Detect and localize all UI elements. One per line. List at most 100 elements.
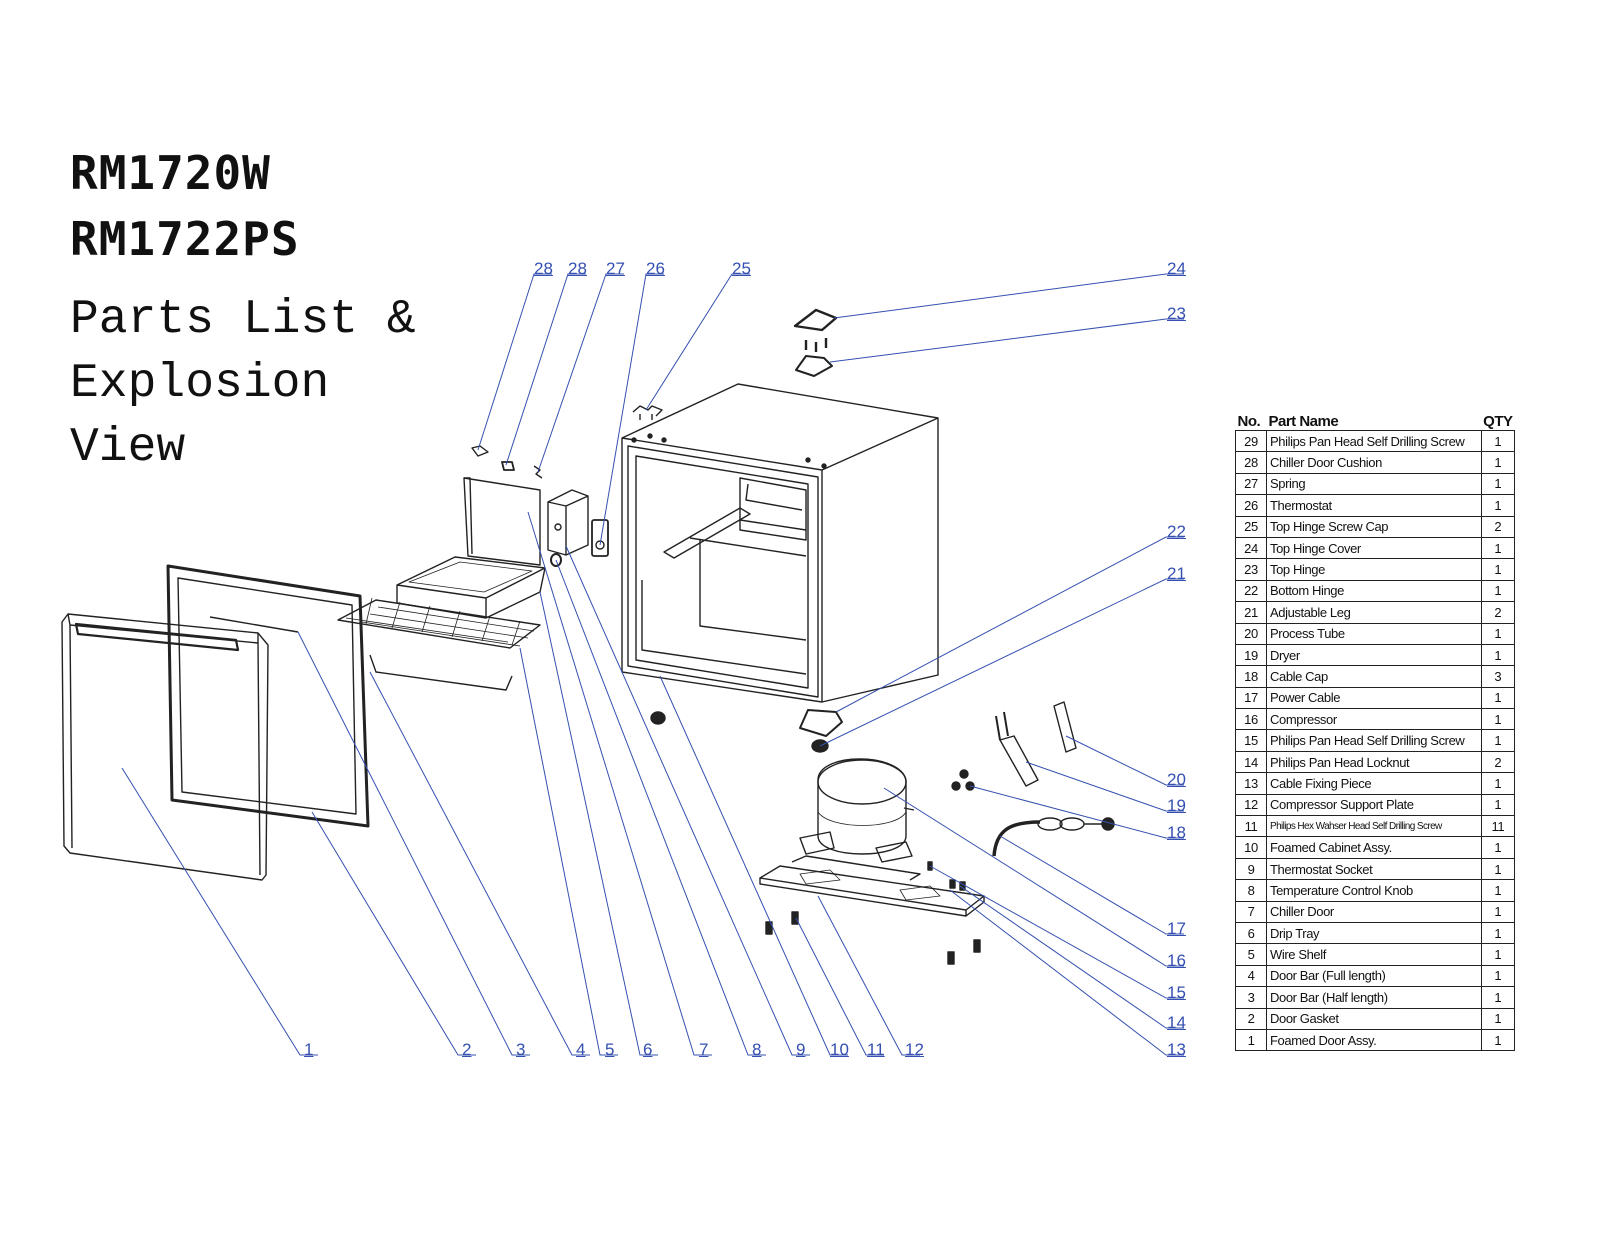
row-no: 7 (1235, 900, 1267, 923)
row-qty: 1 (1480, 772, 1516, 795)
row-no: 25 (1235, 515, 1267, 538)
row-qty: 1 (1480, 451, 1516, 474)
callout-12: 12 (905, 1040, 924, 1059)
part-door-gasket (166, 564, 370, 828)
row-part-name: Spring (1266, 472, 1482, 496)
row-qty: 2 (1480, 750, 1516, 774)
row-qty: 1 (1480, 964, 1516, 988)
row-no: 2 (1235, 1007, 1267, 1030)
part-cushion-b (501, 461, 515, 471)
table-header-row: No. Part Name QTY (1236, 412, 1515, 431)
header-qty: QTY (1483, 412, 1513, 430)
callout-25: 25 (732, 259, 751, 278)
row-part-name: Wire Shelf (1266, 943, 1482, 966)
row-no: 15 (1235, 729, 1267, 752)
part-hinge-screw-caps (632, 405, 663, 420)
row-qty: 11 (1480, 815, 1516, 838)
callout-15: 15 (1167, 983, 1186, 1002)
row-part-name: Philips Pan Head Self Drilling Screw (1266, 729, 1482, 752)
row-part-name: Door Bar (Half length) (1266, 986, 1482, 1009)
callout-5: 5 (605, 1040, 615, 1059)
row-part-name: Bottom Hinge (1266, 579, 1482, 603)
row-qty: 3 (1480, 665, 1516, 688)
callout-1: 1 (304, 1040, 314, 1059)
part-wire-shelf (337, 597, 541, 649)
part-chiller-door (463, 477, 541, 566)
part-door-bar-half (209, 616, 299, 633)
row-part-name: Compressor (1266, 708, 1482, 731)
callout-22: 22 (1167, 522, 1186, 541)
callout-16: 16 (1167, 951, 1186, 970)
row-qty: 1 (1480, 494, 1516, 517)
row-qty: 1 (1480, 857, 1516, 881)
row-part-name: Foamed Cabinet Assy. (1266, 836, 1482, 859)
header-no: No. (1237, 412, 1261, 430)
row-no: 13 (1235, 772, 1267, 795)
callout-8: 8 (752, 1040, 762, 1059)
row-part-name: Dryer (1266, 643, 1482, 667)
row-part-name: Power Cable (1266, 686, 1482, 710)
part-drip-tray (396, 556, 546, 619)
row-no: 21 (1235, 601, 1267, 624)
callout-28b: 28 (568, 259, 587, 278)
row-no: 17 (1235, 686, 1267, 710)
row-part-name: Philips Pan Head Locknut (1266, 750, 1482, 774)
row-part-name: Door Gasket (1266, 1007, 1482, 1030)
subtitle-line-2: Explosion (70, 357, 330, 411)
callout-20: 20 (1167, 770, 1186, 789)
model-title-1: RM1720W (70, 146, 271, 200)
leader-lines (121, 273, 1184, 1056)
row-part-name: Drip Tray (1266, 921, 1482, 945)
row-no: 5 (1235, 943, 1267, 966)
row-part-name: Door Bar (Full length) (1266, 964, 1482, 988)
row-part-name: Compressor Support Plate (1266, 793, 1482, 817)
callout-14: 14 (1167, 1013, 1186, 1032)
row-qty: 1 (1480, 686, 1516, 710)
callout-2: 2 (462, 1040, 472, 1059)
callout-6: 6 (643, 1040, 653, 1059)
row-no: 11 (1235, 815, 1267, 838)
row-no: 8 (1235, 879, 1267, 902)
row-qty: 2 (1480, 515, 1516, 538)
part-adjustable-leg (650, 711, 666, 725)
subtitle-line-1: Parts List & (70, 293, 416, 347)
row-part-name: Thermostat Socket (1266, 857, 1482, 881)
row-qty: 1 (1480, 879, 1516, 902)
row-qty: 1 (1480, 1028, 1516, 1052)
row-part-name: Top Hinge Screw Cap (1266, 515, 1482, 538)
header-part-name: Part Name (1268, 412, 1339, 430)
row-no: 28 (1235, 451, 1267, 474)
callout-4: 4 (576, 1040, 586, 1059)
callout-24: 24 (1167, 259, 1186, 278)
callout-10: 10 (830, 1040, 849, 1059)
callout-26: 26 (646, 259, 665, 278)
part-door-bar-full (369, 654, 513, 691)
callout-9: 9 (796, 1040, 806, 1059)
row-qty: 1 (1480, 943, 1516, 966)
row-no: 1 (1235, 1028, 1267, 1052)
row-qty: 1 (1480, 921, 1516, 945)
callout-13: 13 (1167, 1040, 1186, 1059)
part-thermostat-socket (547, 489, 589, 556)
row-no: 18 (1235, 665, 1267, 688)
row-part-name: Philips Hex Wahser Head Self Drilling Sc… (1266, 815, 1482, 838)
row-qty: 1 (1480, 793, 1516, 817)
part-foamed-door (61, 613, 269, 881)
